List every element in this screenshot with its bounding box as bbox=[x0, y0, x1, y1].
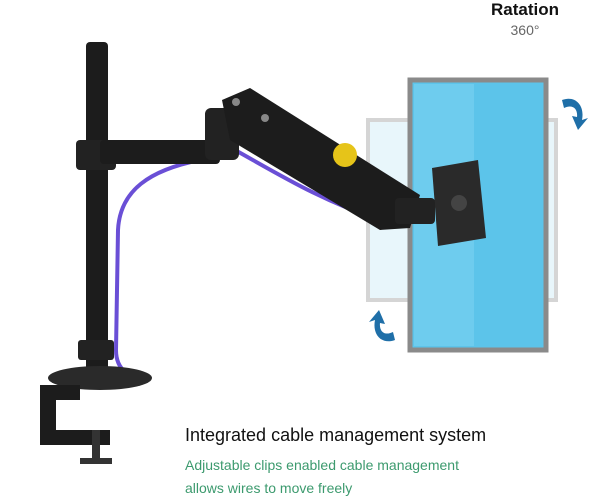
rotation-degrees: 360° bbox=[510, 22, 540, 38]
monitor bbox=[407, 77, 549, 353]
brand-logo bbox=[333, 143, 357, 167]
rotation-title: Ratation bbox=[491, 0, 559, 19]
caption-headline: Integrated cable management system bbox=[185, 425, 487, 445]
lower-arm bbox=[100, 140, 220, 164]
caption-line-2: allows wires to move freely bbox=[185, 480, 353, 496]
cable bbox=[113, 158, 201, 381]
gas-spring-arm bbox=[222, 88, 420, 230]
base bbox=[48, 366, 152, 390]
rotate-arrow-icon bbox=[369, 310, 395, 342]
pole bbox=[86, 42, 108, 372]
rotate-arrow-icon bbox=[562, 98, 588, 130]
caption-line-1: Adjustable clips enabled cable managemen… bbox=[185, 457, 459, 473]
